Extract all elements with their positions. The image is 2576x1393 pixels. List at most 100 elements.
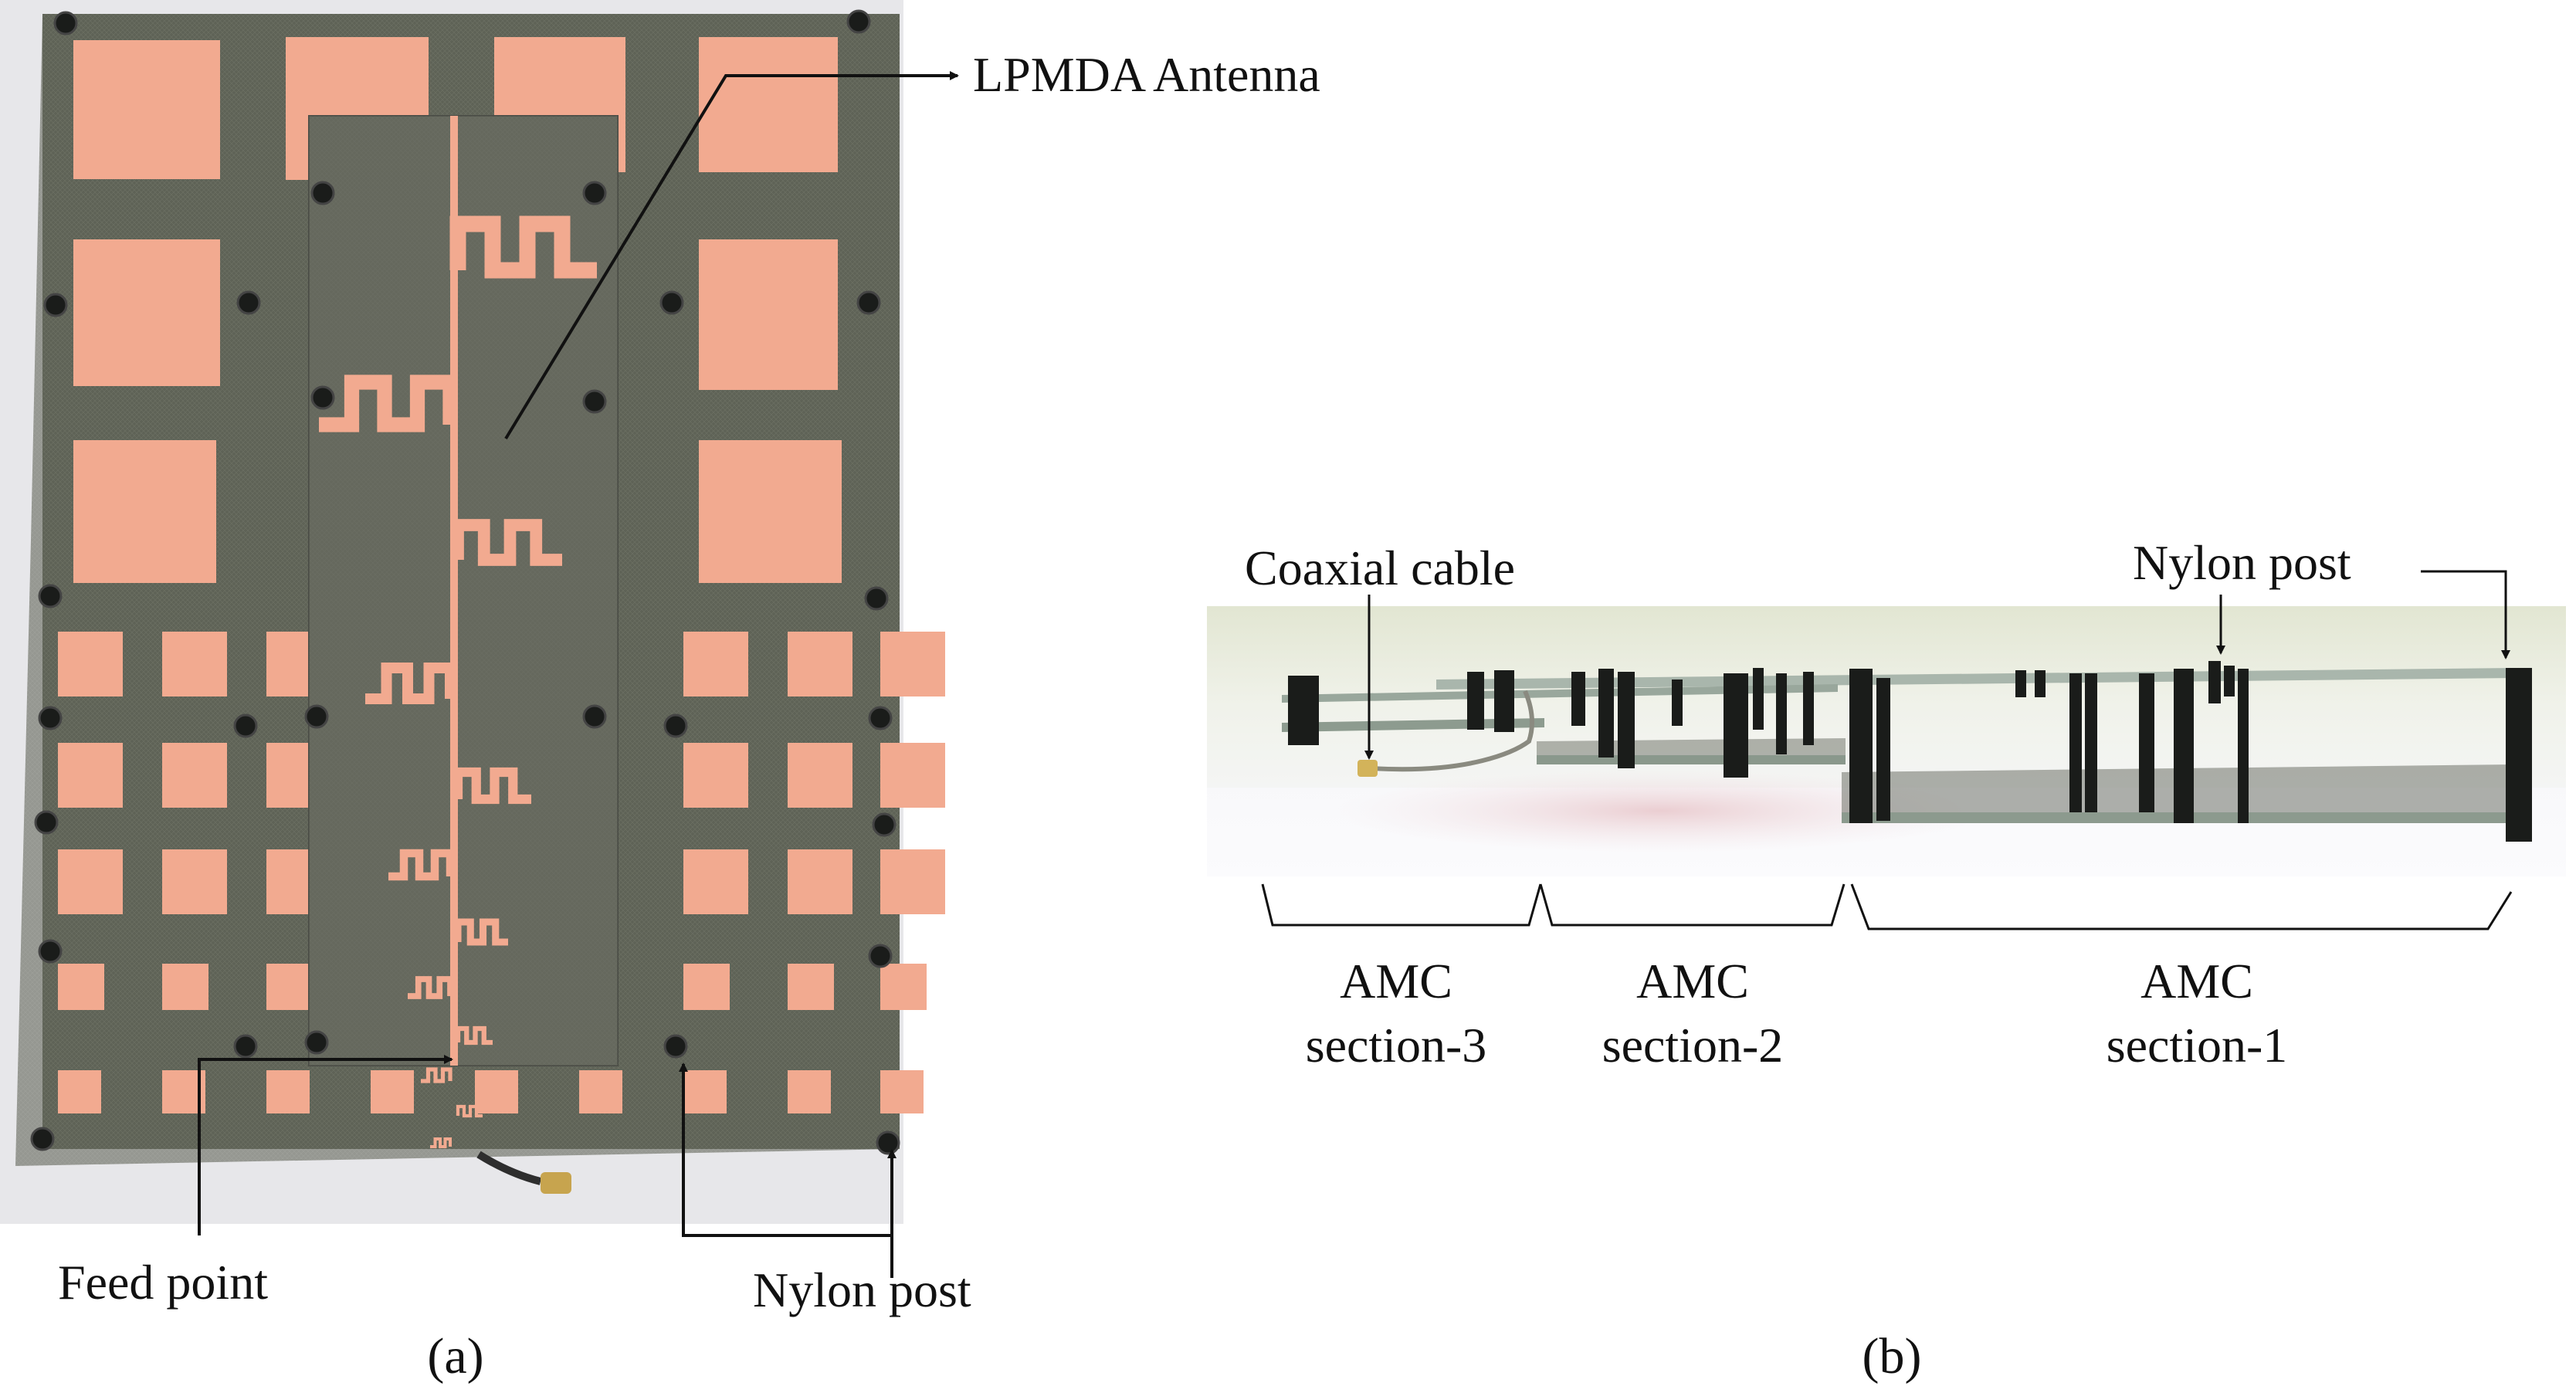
brace-section-3 [1261,883,1542,927]
copper-patch [266,1070,310,1113]
meander-arm [449,215,597,279]
copper-patch [58,849,123,914]
nylon-post [868,944,893,968]
nylon-post [1467,672,1484,730]
copper-patch [683,743,748,808]
nylon-post [2139,673,2154,812]
meander-arm [452,767,531,805]
nylon-post [663,1034,688,1059]
copper-patch [579,1070,622,1113]
antenna-label: LPMDA Antenna [973,47,1320,102]
meander-arm [456,1104,483,1118]
sma-connector-side [1357,760,1378,777]
meander-arm [365,663,456,704]
nylon-post [846,9,871,34]
copper-patch [73,440,216,583]
copper-patch [788,743,852,808]
amc-plate-section-2 [1537,755,1846,764]
copper-patch [880,743,945,808]
feed-pointer [198,1055,453,1235]
copper-patch [683,964,730,1010]
nylon-post [2238,669,2249,823]
nylon-post [1776,673,1787,754]
antenna-feed-line [450,116,458,1066]
nylon-post [1672,680,1683,726]
nylon-post [1849,669,1873,823]
copper-patch [162,849,227,914]
nylon-post [43,293,68,317]
nylon-post [872,812,897,837]
nylon-post [2035,670,2046,697]
copper-patch [58,632,123,696]
copper-patch [699,37,838,172]
copper-patch [880,849,945,914]
nylon-post-label-b: Nylon post [2133,535,2351,590]
copper-patch [880,1070,924,1113]
panel-b-annotations [1261,570,2513,930]
nylon-post [1876,678,1890,821]
nylon-post [1571,672,1585,726]
copper-patch [371,1070,414,1113]
nylon-post-label-a: Nylon post [753,1263,971,1317]
nylon-post [582,181,607,205]
nylon-post [2069,673,2082,812]
brace-section-1 [1850,883,2513,930]
nylon-post [34,810,59,835]
nylon-post [663,713,688,738]
nylon-post [868,706,893,730]
nylon-post [1803,672,1814,745]
nylon-post [876,1130,900,1155]
section-1-label-line2: section-1 [2107,1018,2288,1073]
nylon-post [1724,673,1748,778]
meander-arm [388,849,455,881]
caption-b: (b) [1863,1328,1922,1385]
copper-patch [788,849,852,914]
nylon-post [30,1127,55,1151]
nylon-posts [30,9,900,1155]
nylon-post [1288,676,1319,745]
nylon-post [310,181,335,205]
copper-patch [266,964,313,1010]
meander-arm [452,519,562,566]
nylon-post [1598,669,1614,758]
copper-patch [699,239,838,390]
meander-arm [455,1025,493,1046]
meander-arm [430,1137,452,1148]
nylon-post [856,290,881,315]
meander-arm [421,1067,452,1083]
copper-patch [788,964,834,1010]
meander-arm [408,976,453,999]
panel-a-photo [0,0,945,1224]
copper-patch [162,632,227,696]
post-pointer-b2 [2421,570,2510,659]
nylon-post [1494,670,1514,732]
nylon-post [304,1030,329,1055]
nylon-post [38,939,63,964]
brace-section-2 [1539,883,1846,927]
section-1-label-line1: AMC [2140,954,2253,1008]
post-pointer-a1 [679,1063,892,1237]
antenna-pointer [504,71,959,440]
caption-a: (a) [427,1328,483,1385]
side-view-posts [1288,661,2532,842]
copper-patch [58,964,104,1010]
nylon-post [38,706,63,730]
nylon-post [304,704,329,729]
section-2-label-line2: section-2 [1602,1018,1784,1073]
nylon-post [582,389,607,414]
sma-connector [476,1151,571,1194]
meander-arm [319,375,458,432]
antenna-dipoles [319,215,597,1148]
copper-patch [58,743,123,808]
nylon-post [2085,673,2097,812]
nylon-post [864,586,889,611]
nylon-post [2174,669,2194,823]
nylon-post [1753,668,1764,730]
copper-patch [475,1070,518,1113]
nylon-post [2015,670,2026,697]
copper-patch [683,632,748,696]
copper-patch [73,40,220,179]
feed-point-label: Feed point [58,1255,268,1310]
copper-patch [162,964,208,1010]
section-2-label-line1: AMC [1636,954,1749,1008]
